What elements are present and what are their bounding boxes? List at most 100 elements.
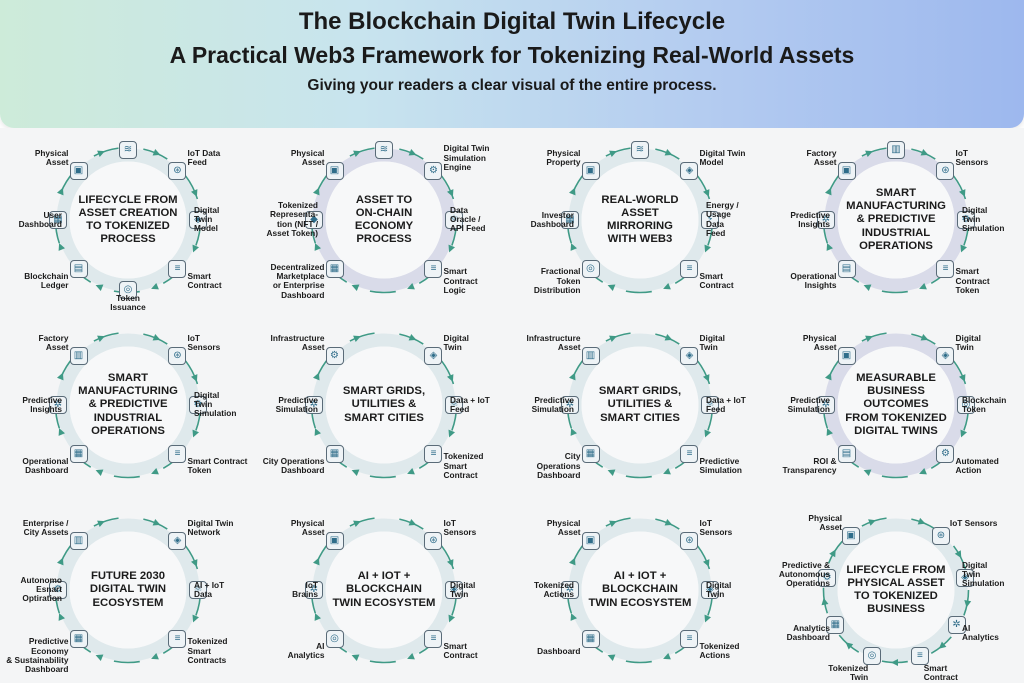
cycle-node-label: Operational Dashboard (22, 456, 69, 476)
cycle-arrowhead (607, 284, 616, 291)
cycle-node-label: AI Analytics (287, 641, 325, 661)
cycle-center-disc (581, 531, 699, 649)
cycle-arrowhead (569, 187, 576, 196)
cycle-arrowhead (152, 519, 161, 526)
cycle-arrowhead (863, 284, 872, 291)
cycle-arrowhead (825, 372, 832, 381)
cycle-node-label: Tokenized Representa- tion (NFT / Asset … (266, 200, 318, 239)
cycle-arrowhead (95, 284, 104, 291)
factory-icon: ▥ (887, 141, 905, 159)
cycle-arrowhead (151, 283, 159, 290)
cycle-node-label: Investor Dashboard (530, 209, 574, 229)
cycle-node-label: Automated Action (955, 456, 999, 476)
cycle-arrowhead (314, 613, 321, 621)
dashboard-icon: ▦ (561, 211, 579, 229)
ai-icon: ◎ (325, 630, 344, 649)
cycle-node-label: Tokenized Smart Contracts (187, 636, 228, 665)
cycle-node-label: Predictive Economy & Sustainability Dash… (6, 636, 69, 675)
cycle-node-label: Physical Asset (546, 518, 581, 538)
cycle-arrowhead (964, 600, 972, 608)
cycle-node-label: Digital Twin Simulation (962, 559, 1005, 589)
cycle-panel: SMART GRIDS, UTILITIES & SMART CITIES◈Di… (512, 313, 768, 498)
cycle-panel: LIFECYCLE FROM ASSET CREATION TO TOKENIZ… (0, 128, 256, 313)
cycle-arrowhead (938, 641, 947, 649)
cycle-node-label: City Operations Dashboard (262, 456, 325, 476)
cycle-center-disc (837, 161, 955, 279)
cycle-node-label: Tokenized Smart Contract (443, 451, 484, 480)
cycle-arrowhead (919, 283, 927, 290)
cycle-node-label: Physical Asset (34, 148, 69, 168)
lifecycle-grid: LIFECYCLE FROM ASSET CREATION TO TOKENIZ… (0, 128, 1024, 683)
cycle-arrowhead (97, 335, 105, 342)
chart-icon: ▤ (837, 260, 856, 279)
sensor-icon: ⊛ (168, 346, 187, 365)
contract-icon: ≡ (168, 260, 187, 279)
cycle-arrowhead (865, 335, 873, 342)
dashboard-icon: ▦ (69, 630, 88, 649)
network-icon: ≋ (119, 141, 137, 159)
cycle-arrowhead (314, 243, 321, 251)
city-icon: ▥ (69, 531, 88, 550)
cycle-node-label: Token Issuance (110, 293, 146, 313)
cycle-node-label: Autonomo Esnart Optiration (20, 574, 62, 604)
automation-icon: ⚙ (936, 445, 955, 464)
cycle-arrowhead (704, 614, 711, 623)
cycle-ring (824, 518, 968, 662)
cycle-arrowhead (313, 372, 320, 381)
cycle-node-label: IoT Sensors (955, 148, 989, 168)
cycle-arrowhead (825, 187, 832, 196)
cycle-arrowhead (192, 244, 199, 253)
iot-icon: ⚛ (445, 396, 463, 414)
cycle-node-label: Smart Contract (923, 663, 958, 683)
cycle-node-label: Smart Contract (443, 641, 478, 661)
cycle-node-label: Digital Twin Model (194, 204, 220, 234)
simulation-icon: ⚙ (957, 211, 975, 229)
cycle-node-label: Data + IoT Feed (706, 394, 746, 414)
page-subtitle: A Practical Web3 Framework for Tokenizin… (169, 42, 855, 68)
cycle-node-label: IoT Sensors (949, 517, 998, 528)
cycle-node-label: IoT Brains (292, 579, 318, 599)
cycle-panel: AI + IOT + BLOCKCHAIN TWIN ECOSYSTEM⊛IoT… (256, 498, 512, 683)
cycle-arrowhead (663, 653, 671, 660)
cycle-arrowhead (829, 549, 836, 558)
cycle-node-label: AI + IoT Data (194, 579, 225, 599)
nft-icon: ◆ (305, 211, 323, 229)
cube-icon: ▣ (69, 161, 88, 180)
cycle-node-label: Digital Twin Model (699, 148, 746, 168)
infrastructure-icon: ▥ (581, 346, 600, 365)
cycle-arrowhead (351, 284, 360, 291)
cycle-arrowhead (954, 550, 962, 559)
twin-model-icon: ◈ (680, 161, 699, 180)
cycle-arrowhead (569, 557, 576, 566)
cube-icon: ▣ (837, 346, 856, 365)
cycle-arrowhead (703, 559, 710, 567)
cycle-arrowhead (570, 613, 577, 621)
cycle-center-title: FUTURE 2030 DIGITAL TWIN ECOSYSTEM (89, 570, 167, 609)
dashboard-icon: ▦ (69, 445, 88, 464)
cycle-node-label: Tokenized Actions (699, 641, 740, 661)
cycle-node-label: Tokenized Actions (534, 579, 574, 599)
cycle-center-disc (325, 346, 443, 464)
cycle-node-label: Predictive Insights (790, 209, 830, 229)
cycle-arrowhead (569, 372, 576, 381)
cycle-node-label: Digital Twin (450, 579, 476, 599)
contract-icon: ≡ (680, 630, 699, 649)
cycle-node-label: Data + IoT Feed (450, 394, 490, 414)
token-icon: ◎ (863, 646, 882, 665)
simulation-icon: ◈ (955, 568, 974, 587)
cycle-arrowhead (863, 469, 872, 476)
cycle-arrowhead (664, 149, 673, 156)
cycle-node-label: Factory Asset (806, 148, 837, 168)
cycle-center-title: SMART MANUFACTURING & PREDICTIVE INDUSTR… (846, 187, 946, 252)
autonomous-icon: ⚙ (49, 581, 67, 599)
cycle-arrowhead (313, 557, 320, 566)
cycle-arrowhead (663, 468, 671, 475)
network-icon: ◈ (168, 531, 187, 550)
cycle-panel: AI + IOT + BLOCKCHAIN TWIN ECOSYSTEM⊛IoT… (512, 498, 768, 683)
page-tagline: Giving your readers a clear visual of th… (307, 77, 717, 94)
cycle-center-disc (69, 161, 187, 279)
predictive-icon: ✲ (817, 211, 835, 229)
cycle-node-label: Predictive Simulation (787, 394, 830, 414)
cycle-panel: FUTURE 2030 DIGITAL TWIN ECOSYSTEM◈Digit… (0, 498, 256, 683)
cycle-center-disc (837, 346, 955, 464)
